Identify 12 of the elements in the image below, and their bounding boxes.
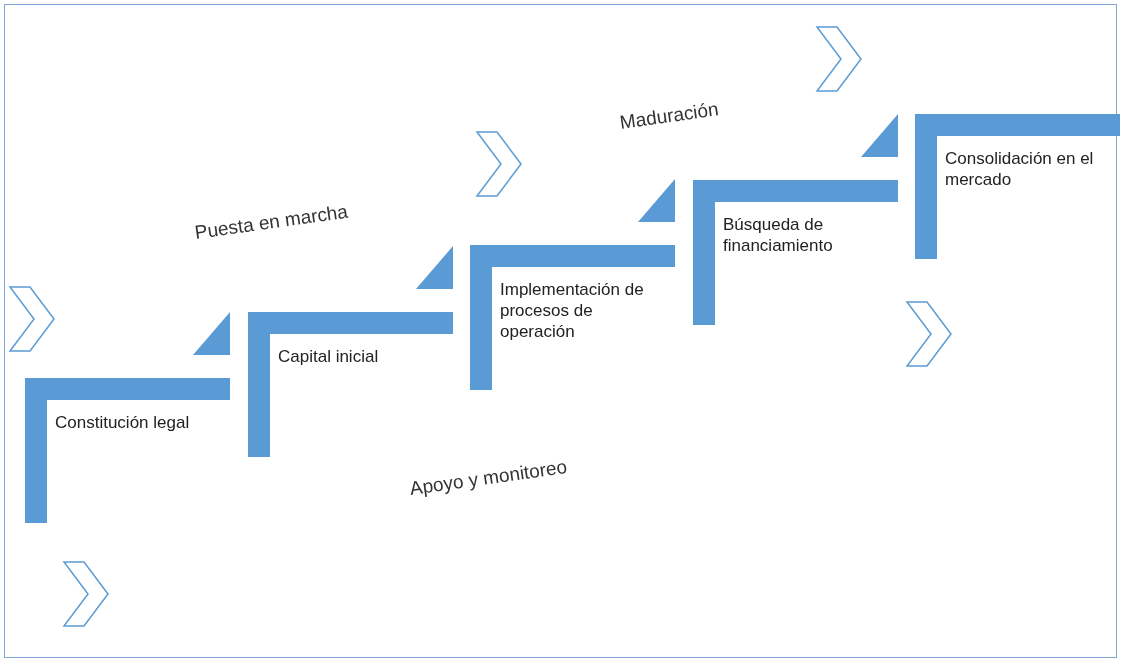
step-label: Implementación de procesos de operación <box>500 279 645 342</box>
step-label: Constitución legal <box>55 412 191 433</box>
stair-step <box>470 179 675 390</box>
step-label: Búsqueda de financiamiento <box>723 214 834 256</box>
stair-step <box>248 246 453 457</box>
step-label: Consolidación en el mercado <box>945 148 1095 190</box>
stair-step <box>25 312 230 523</box>
phase-label: Maduración <box>618 98 720 134</box>
phase-label: Apoyo y monitoreo <box>408 456 569 500</box>
phase-label: Puesta en marcha <box>193 200 350 244</box>
step-label: Capital inicial <box>278 346 380 367</box>
stair-step <box>915 114 1120 259</box>
